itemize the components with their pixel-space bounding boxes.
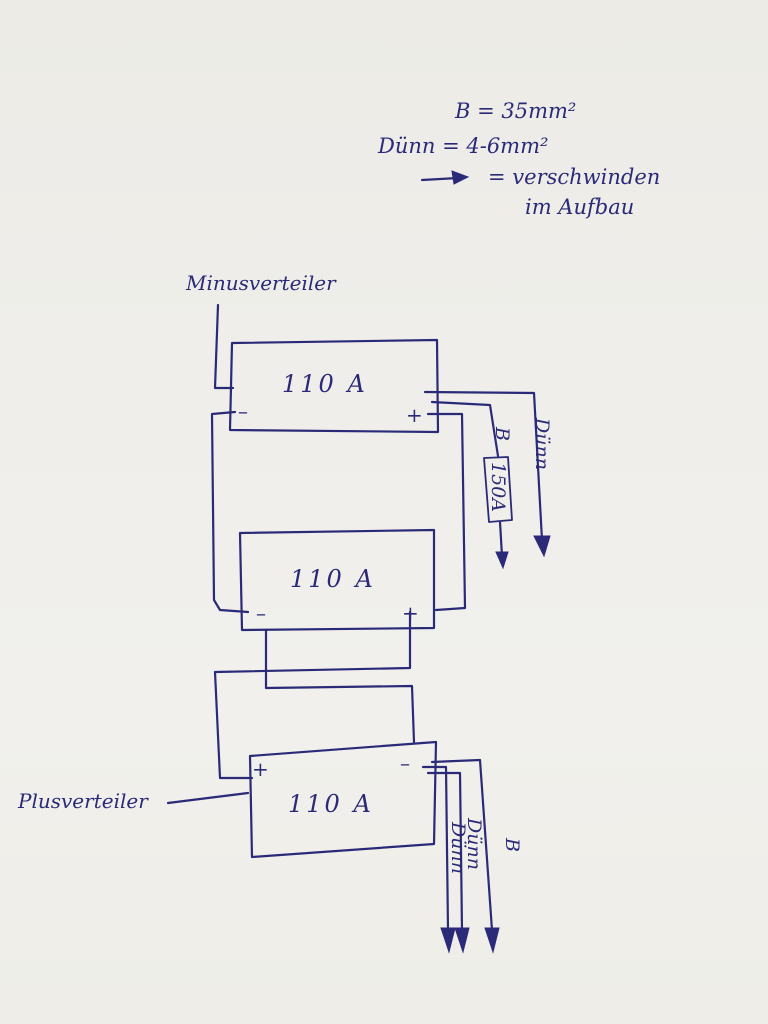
battery-3: 110 A + – — [248, 740, 438, 859]
wire-b3-thin-1 — [421, 765, 450, 932]
battery-1-outline — [228, 338, 440, 434]
legend-line-setup: im Aufbau — [525, 195, 634, 219]
wire-b2-plus-to-b3-plus — [213, 610, 412, 780]
battery-3-plus-terminal: + — [252, 757, 269, 781]
wire-b3-thin-2-arrow-icon — [454, 927, 470, 954]
battery-2-minus-terminal: – — [256, 601, 266, 625]
fuse-outline — [483, 456, 513, 523]
wire-b3-thin-label-1: Dünn — [447, 821, 469, 874]
legend-arrowhead-icon — [451, 170, 470, 185]
wire-b3-thin-2 — [426, 771, 464, 932]
battery-2-outline — [238, 528, 436, 632]
wire-b3-thin-label-2: Dünn — [463, 817, 485, 870]
wire-fuse-arrow-icon — [495, 551, 509, 570]
battery-1-minus-terminal: – — [238, 399, 248, 423]
battery-2-capacity: 110 A — [290, 565, 376, 593]
battery-2: 110 A – + — [238, 528, 436, 632]
wire-b2-minus-to-b3-minus — [264, 628, 416, 744]
wire-b1-minus-to-b2-minus — [210, 410, 250, 614]
fuse-label: 150A — [487, 462, 509, 512]
wire-b1-thin-out — [423, 390, 544, 542]
wire-b3-b-arrow-icon — [484, 927, 500, 954]
battery-3-minus-terminal: – — [400, 751, 410, 775]
wire-b1-thin-arrow-icon — [533, 535, 551, 558]
battery-1: 110 A – + — [228, 338, 440, 434]
wire-fuse-out — [498, 520, 504, 558]
wire-b1-thin-label: Dünn — [531, 417, 553, 470]
legend: B = 35mm² Dünn = 4-6mm² = verschwinden i… — [377, 99, 660, 219]
wire-b1-plus-to-b2-plus — [426, 412, 467, 612]
battery-3-outline — [248, 740, 438, 859]
legend-line-b: B = 35mm² — [454, 99, 576, 123]
legend-line-thin: Dünn = 4-6mm² — [377, 134, 548, 158]
wire-b3-b — [430, 758, 494, 932]
legend-arrow-icon — [420, 176, 460, 182]
plus-distributor-wire — [166, 791, 250, 805]
wire-b1-b-label: B — [491, 426, 513, 441]
battery-3-capacity: 110 A — [288, 790, 374, 818]
battery-1-capacity: 110 A — [282, 370, 368, 398]
wire-b1-b-out — [430, 400, 500, 458]
plus-distributor-label: Plusverteiler — [17, 789, 149, 813]
minus-distributor-label: Minusverteiler — [185, 271, 337, 295]
wire-b3-b-label: B — [501, 837, 523, 852]
wire-b3-thin-1-arrow-icon — [440, 927, 456, 954]
battery-1-plus-terminal: + — [406, 403, 423, 427]
minus-distributor-wire — [213, 303, 235, 390]
legend-line-disappear: = verschwinden — [488, 165, 660, 189]
